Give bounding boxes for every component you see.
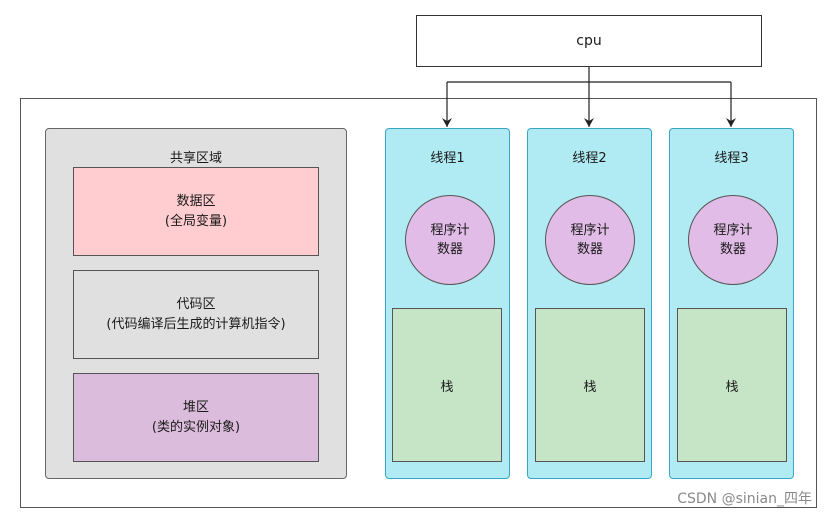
code-region: 代码区 (代码编译后生成的计算机指令)	[73, 270, 319, 359]
heap-region-subtitle: (类的实例对象)	[151, 419, 241, 435]
watermark: CSDN @sinian_四年	[677, 491, 812, 507]
thread-1-stack: 栈	[392, 308, 502, 462]
stack-label: 栈	[440, 379, 454, 395]
pc-line1: 程序计	[713, 223, 753, 238]
thread-2-title: 线程2	[572, 150, 607, 166]
pc-line2: 数器	[436, 242, 463, 257]
thread-3-title: 线程3	[714, 150, 749, 166]
data-region-subtitle: (全局变量)	[164, 213, 228, 229]
pc-line1: 程序计	[570, 223, 610, 238]
thread-2-program-counter: 程序计 数器	[545, 195, 635, 285]
thread-3-stack: 栈	[677, 308, 787, 462]
stack-label: 栈	[583, 379, 597, 395]
code-region-title: 代码区	[176, 296, 216, 312]
pc-line2: 数器	[719, 242, 746, 257]
shared-area-title: 共享区域	[169, 150, 222, 166]
data-region-title: 数据区	[176, 193, 216, 209]
thread-3-program-counter: 程序计 数器	[688, 195, 778, 285]
heap-region-title: 堆区	[182, 399, 209, 415]
code-region-subtitle: (代码编译后生成的计算机指令)	[106, 316, 286, 332]
cpu-label: cpu	[576, 33, 602, 49]
cpu-box: cpu	[416, 15, 762, 67]
thread-1-program-counter: 程序计 数器	[405, 195, 495, 285]
heap-region: 堆区 (类的实例对象)	[73, 373, 319, 462]
stack-label: 栈	[725, 379, 739, 395]
thread-1-title: 线程1	[430, 150, 465, 166]
pc-line2: 数器	[576, 242, 603, 257]
pc-line1: 程序计	[430, 223, 470, 238]
data-region: 数据区 (全局变量)	[73, 167, 319, 256]
thread-2-stack: 栈	[535, 308, 645, 462]
